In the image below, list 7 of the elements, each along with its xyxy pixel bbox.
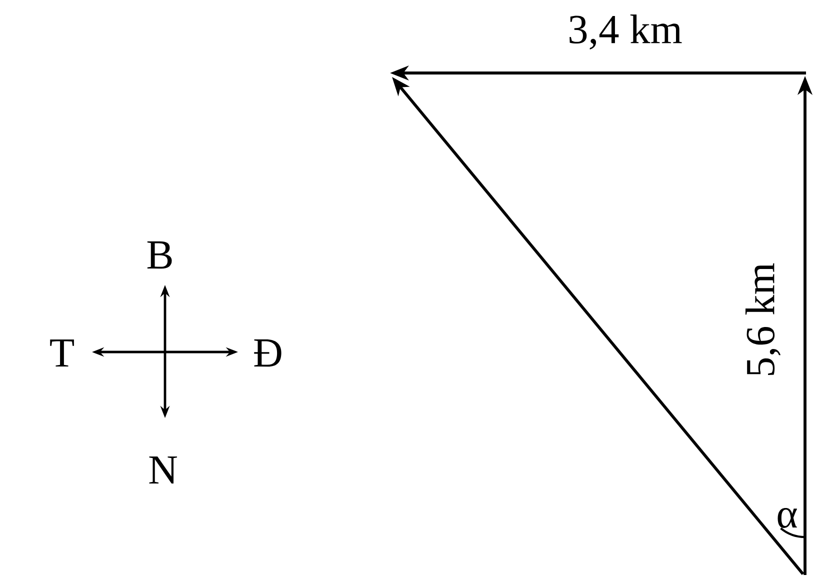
direction-label: N [149,456,177,484]
distance-label: 3,4 km [570,14,682,50]
distance-label: 5,6 km [745,263,781,375]
direction-label: T [50,339,74,367]
direction-label: Đ [254,339,282,367]
angle-label: α [778,508,797,528]
direction-label: B [147,241,172,269]
